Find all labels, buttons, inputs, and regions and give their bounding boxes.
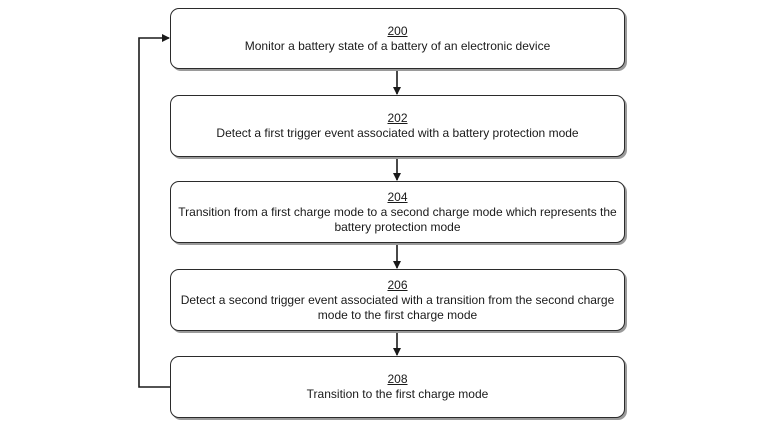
step-text-208: Transition to the first charge mode (306, 387, 489, 401)
step-box-206: 206 Detect a second trigger event associ… (170, 269, 625, 331)
step-box-204: 204 Transition from a first charge mode … (170, 181, 625, 243)
loop-back-arrow-208-to-200 (138, 34, 170, 388)
step-text-202: Detect a first trigger event associated … (216, 126, 579, 140)
step-text-204: Transition from a first charge mode to a… (178, 204, 617, 234)
step-number-206: 206 (387, 277, 408, 292)
step-number-204: 204 (387, 189, 408, 204)
step-box-200: 200 Monitor a battery state of a battery… (170, 8, 625, 69)
step-box-208: 208 Transition to the first charge mode (170, 356, 625, 418)
step-number-202: 202 (387, 111, 408, 125)
step-text-206: Detect a second trigger event associated… (180, 292, 615, 322)
step-number-200: 200 (387, 23, 408, 38)
step-box-202: 202 Detect a first trigger event associa… (170, 95, 625, 157)
step-text-200: Monitor a battery state of a battery of … (244, 38, 551, 53)
step-number-208: 208 (387, 372, 408, 386)
